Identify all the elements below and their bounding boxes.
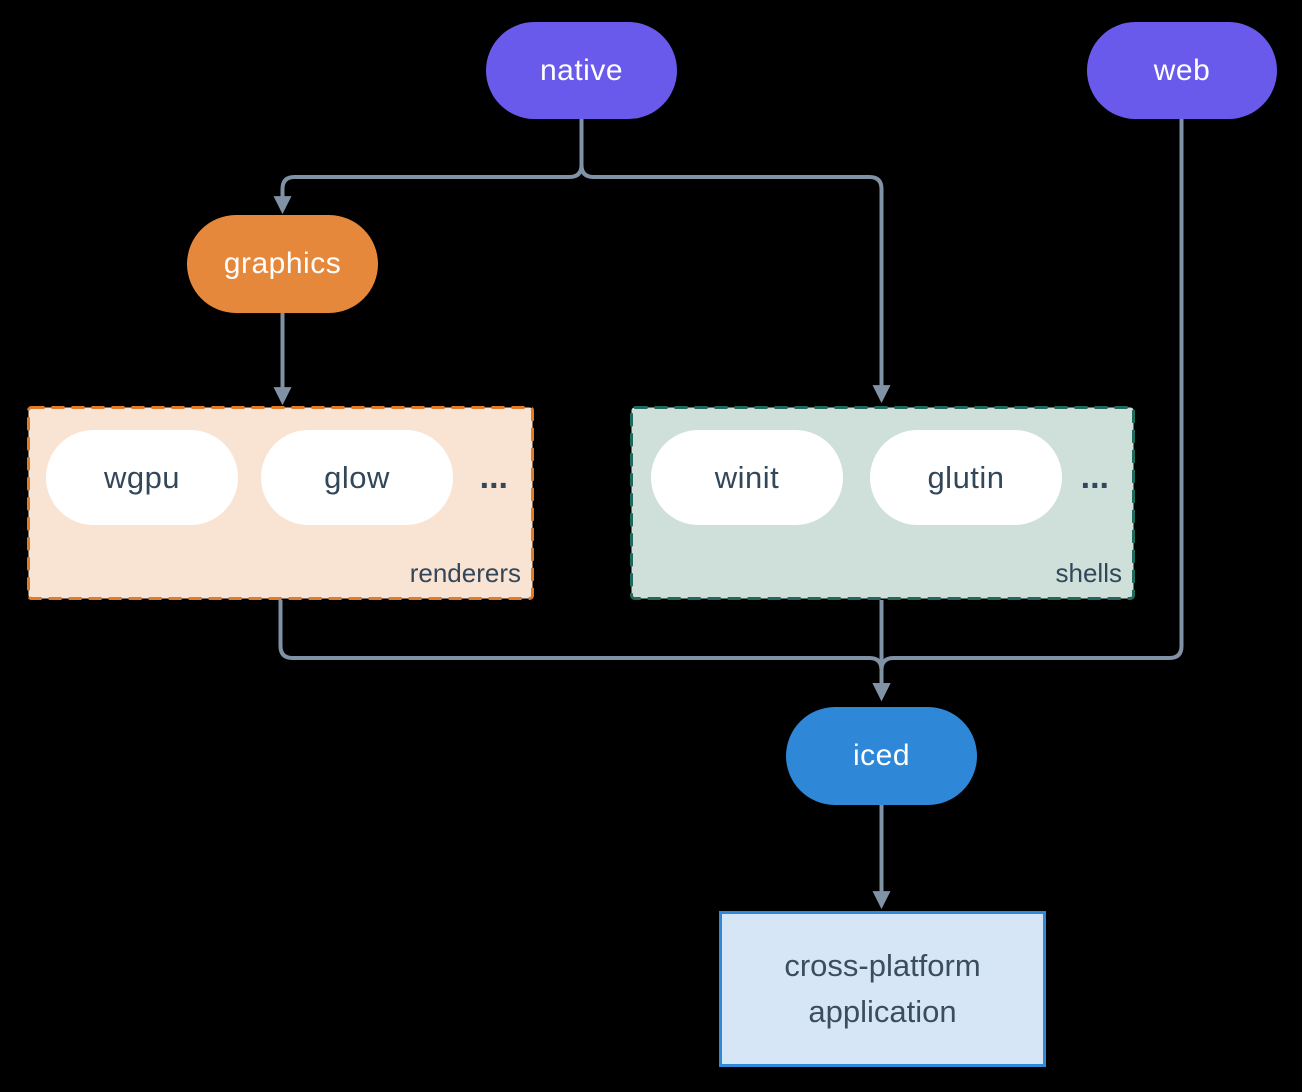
group-shells: winit glutin ... shells [630,406,1135,600]
node-wgpu-label: wgpu [103,459,181,495]
node-glutin-label: glutin [927,459,1005,495]
edge-native-to-graphics [273,119,584,215]
renderers-group-label: renderers [409,558,521,588]
node-iced: iced [786,707,977,805]
node-winit-label: winit [714,459,780,495]
renderers-ellipsis: ... [479,458,508,496]
node-glow: glow [261,430,453,525]
node-web: web [1087,22,1277,119]
node-graphics: graphics [187,215,378,313]
shells-group-label: shells [1055,558,1122,588]
node-glow-label: glow [324,459,390,495]
node-wgpu: wgpu [46,430,238,525]
edge-native-to-shells [579,119,891,404]
node-native-label: native [539,53,624,87]
application-label-line1: cross-platform [784,948,981,984]
node-glutin: glutin [870,430,1062,525]
application-label-line2: application [808,994,957,1029]
node-graphics-label: graphics [223,247,342,280]
edge-web-to-iced [872,119,1184,702]
shells-ellipsis: ... [1080,458,1109,496]
edge-renderers-to-iced [278,600,891,702]
node-iced-label: iced [852,739,911,772]
node-web-label: web [1153,53,1211,87]
node-native: native [486,22,677,119]
node-cross-platform-application: cross-platform application [719,911,1046,1067]
group-renderers: wgpu glow ... renderers [27,406,534,600]
node-winit: winit [651,430,843,525]
